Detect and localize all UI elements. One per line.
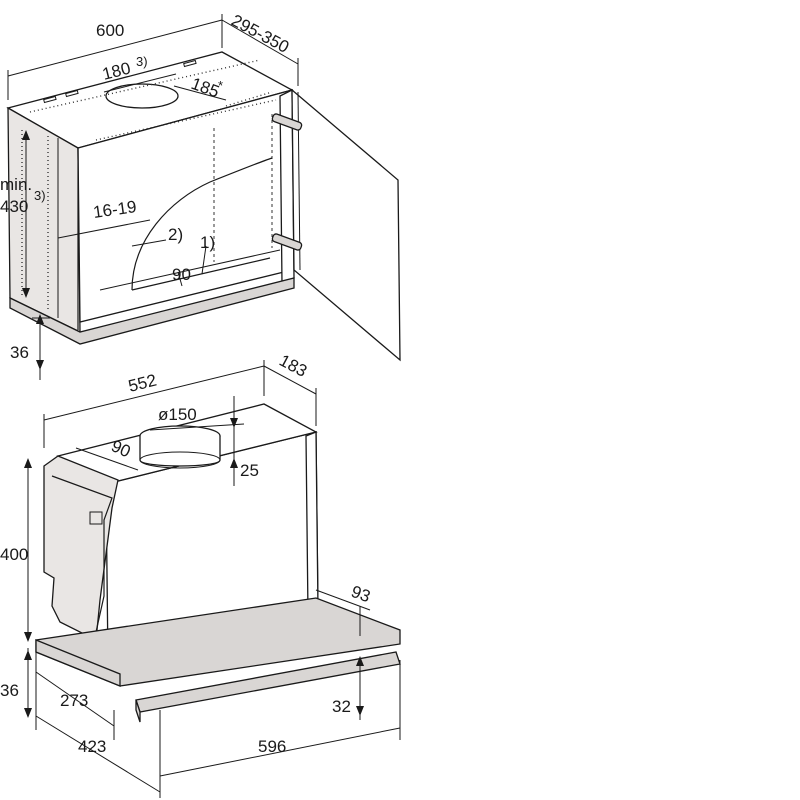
cabinet-drawing: 600 295-350 180 3) 185 * min. 430 3) 16-… [0, 11, 401, 380]
appliance-front-height-label: 32 [332, 697, 351, 716]
appliance-width-label: 552 [126, 371, 158, 396]
appliance-tray-depth-label: 93 [349, 582, 373, 606]
cabinet-plinth [9, 277, 295, 345]
cabinet-height-label-line2: 430 [0, 197, 28, 216]
appliance-duct-label: ø150 [158, 405, 197, 424]
cabinet-duct-cutout [105, 83, 179, 109]
door-hinge-bottom [271, 233, 303, 251]
cabinet-depth-label: 295-350 [228, 11, 292, 57]
cabinet-callout-1: 1) [200, 233, 215, 252]
cabinet-inner-label: 90 [172, 265, 191, 284]
cabinet-height-note: 3) [34, 188, 46, 203]
cabinet-base-label: 36 [10, 343, 29, 362]
cabinet-rear-offset-note: * [218, 78, 223, 93]
appliance-total-depth-label: 423 [78, 737, 106, 756]
appliance-drawing: 552 183 ø150 90 25 400 93 36 273 423 596… [0, 351, 401, 798]
cabinet-width-label: 600 [96, 21, 124, 40]
appliance-height-label: 400 [0, 545, 28, 564]
appliance-duct-collar [139, 436, 221, 467]
appliance-front-width-label: 596 [258, 737, 286, 756]
cabinet-height-label-line1: min. [0, 175, 32, 194]
appliance-duct-height-label: 25 [240, 461, 259, 480]
appliance-front-depth-label: 273 [60, 691, 88, 710]
cabinet-callout-2: 2) [168, 225, 183, 244]
cabinet-cutout-note: 3) [136, 54, 148, 69]
appliance-depth-label: 183 [276, 351, 310, 381]
door-hinge-top [271, 113, 303, 131]
appliance-base-height-label: 36 [0, 681, 19, 700]
cabinet-door [291, 88, 401, 362]
